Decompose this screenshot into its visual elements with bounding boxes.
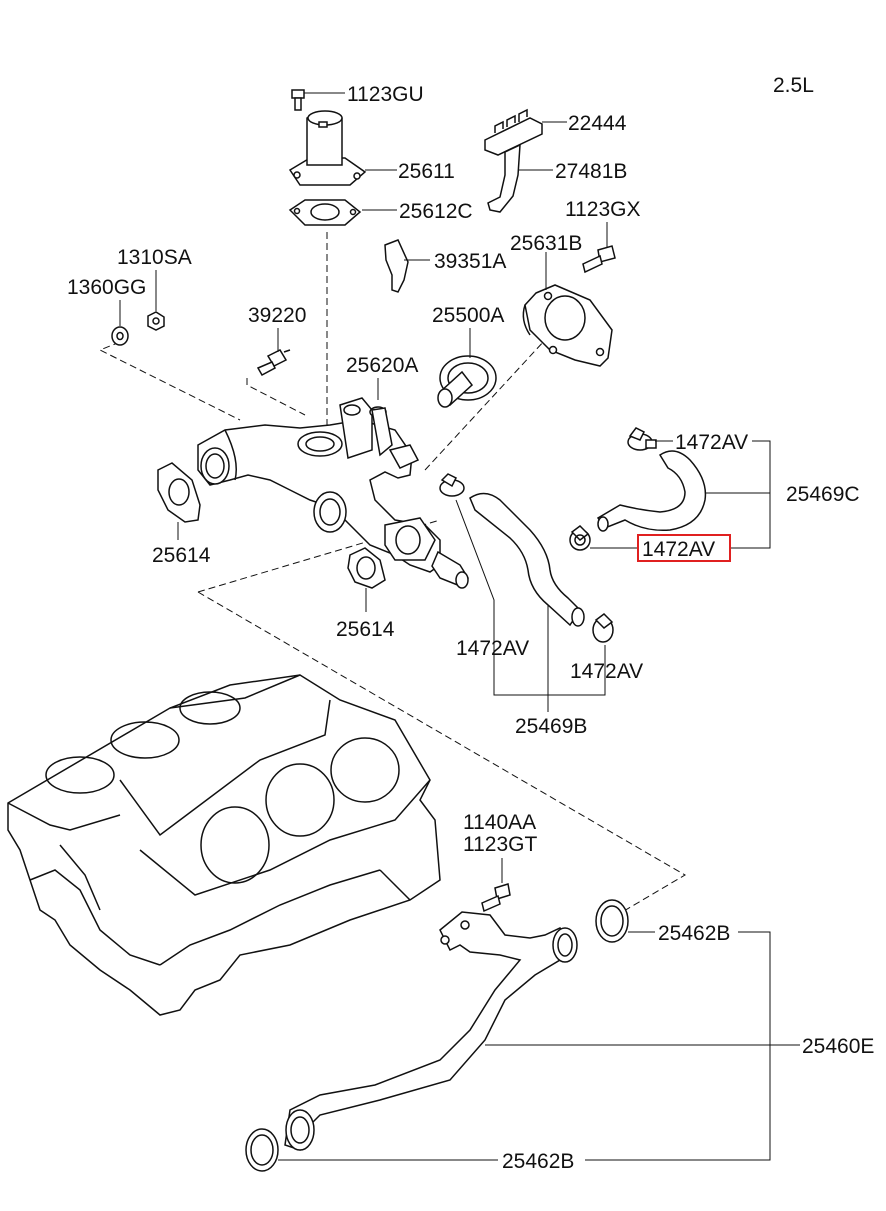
engine-label: 2.5L [773, 74, 814, 97]
thermostat-25500a [437, 355, 497, 408]
label-25614-left: 25614 [152, 544, 211, 567]
label-25469c: 25469C [786, 483, 860, 506]
engine-block [7, 674, 441, 1016]
label-1472av-highlighted: 1472AV [642, 538, 715, 561]
label-1360gg: 1360GG [67, 276, 146, 299]
label-25611: 25611 [398, 160, 455, 183]
label-27481b: 27481B [555, 160, 627, 183]
label-25631b: 25631B [510, 232, 582, 255]
bracket-27481b [487, 143, 521, 213]
sensor-39220 [256, 349, 291, 377]
label-1140aa: 1140AA [463, 811, 536, 834]
highlight-box [637, 534, 731, 562]
water-manifold-25620a [197, 397, 469, 589]
clamp-1472av-hose-left [439, 473, 465, 497]
part-labels: 1123GU 22444 25611 27481B 25612C 1123GX … [67, 83, 874, 1173]
water-pipe-25460e [284, 911, 578, 1151]
label-25462b-upper: 25462B [658, 922, 730, 945]
bolt-1140aa [481, 883, 511, 913]
label-25462b-lower: 25462B [502, 1150, 574, 1173]
clamp-1472av-hose-right [592, 613, 614, 643]
label-25620a: 25620A [346, 354, 418, 377]
hose-25469b [469, 492, 585, 627]
label-25612c: 25612C [399, 200, 473, 223]
label-22444: 22444 [568, 112, 627, 135]
gasket-25614-left [157, 462, 201, 523]
oring-25462b-lower [245, 1128, 279, 1172]
clamp-1472av-upper [627, 427, 657, 451]
bolt-1123gu [291, 89, 305, 111]
gasket-25614-right [347, 547, 386, 589]
label-25460e: 25460E [802, 1035, 874, 1058]
clamp-1472av-lower [569, 525, 591, 551]
gasket-25612c [288, 199, 362, 226]
label-1123gu: 1123GU [347, 83, 424, 106]
label-1310sa: 1310SA [117, 246, 192, 269]
label-39220: 39220 [248, 304, 306, 327]
label-25469b: 25469B [515, 715, 587, 738]
bolt-1123gx [582, 245, 616, 274]
washer-1360gg [111, 326, 129, 346]
oring-25462b-upper [595, 899, 629, 943]
nut-1310sa [147, 311, 165, 331]
label-25614-right: 25614 [336, 618, 395, 641]
label-1123gx: 1123GX [565, 198, 641, 221]
label-1123gt: 1123GT [463, 833, 537, 856]
label-1472av-hose-left: 1472AV [456, 637, 529, 660]
connector-22444 [484, 108, 543, 156]
label-39351a: 39351A [434, 250, 506, 273]
hose-25469c [596, 450, 707, 532]
label-1472av-upper: 1472AV [675, 431, 748, 454]
label-25500a: 25500A [432, 304, 504, 327]
label-1472av-hose-right: 1472AV [570, 660, 643, 683]
clip-39351a [384, 239, 409, 293]
water-outlet-25611 [288, 110, 367, 186]
thermostat-housing-25631b [522, 284, 613, 367]
